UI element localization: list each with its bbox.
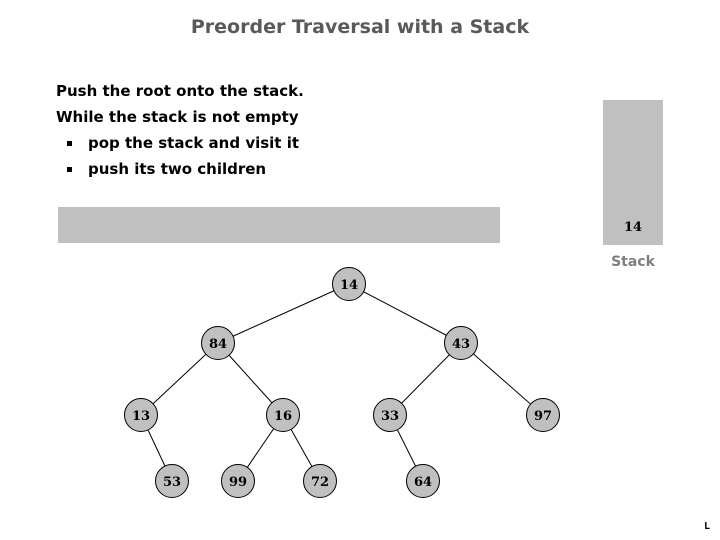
- tree-node-99: 99: [221, 464, 255, 498]
- tree-node-circle: [303, 464, 337, 498]
- tree-edge-84-13: [140, 342, 219, 416]
- tree-node-circle: [526, 398, 560, 432]
- tree-node-33: 33: [373, 398, 407, 432]
- tree-node-circle: [124, 398, 158, 432]
- stack-bar: 14: [603, 100, 663, 245]
- tree-edge-14-43: [348, 283, 462, 344]
- algorithm-text: Push the root onto the stack. While the s…: [56, 78, 304, 182]
- tree-node-circle: [266, 398, 300, 432]
- tree-node-value: 43: [452, 337, 470, 352]
- tree-node-value: 53: [163, 475, 181, 490]
- tree-node-43: 43: [444, 326, 478, 360]
- tree-node-value: 14: [340, 278, 358, 293]
- algorithm-line: pop the stack and visit it: [56, 130, 304, 156]
- tree-node-value: 64: [414, 475, 432, 490]
- tree-node-64: 64: [406, 464, 440, 498]
- output-placeholder-bar: [58, 207, 500, 243]
- bullet-square-icon: [67, 140, 72, 146]
- slide-title: Preorder Traversal with a Stack: [190, 16, 530, 38]
- tree-node-circle: [221, 464, 255, 498]
- tree-node-53: 53: [155, 464, 189, 498]
- tree-node-14: 14: [332, 267, 366, 301]
- algorithm-line-text: While the stack is not empty: [56, 108, 299, 126]
- tree-node-value: 33: [381, 409, 399, 424]
- tree-edge-43-97: [460, 342, 544, 416]
- tree-node-97: 97: [526, 398, 560, 432]
- algorithm-line-text: push its two children: [88, 160, 267, 178]
- tree-node-value: 99: [229, 475, 247, 490]
- algorithm-line: push its two children: [56, 156, 304, 182]
- algorithm-line-text: pop the stack and visit it: [88, 134, 300, 152]
- tree-node-72: 72: [303, 464, 337, 498]
- algorithm-line: Push the root onto the stack.: [56, 78, 304, 104]
- tree-node-circle: [444, 326, 478, 360]
- tree-node-13: 13: [124, 398, 158, 432]
- bullet-square-icon: [67, 166, 72, 172]
- tree-node-value: 72: [311, 475, 329, 490]
- tree-node-value: 16: [274, 409, 292, 424]
- tree-node-value: 13: [132, 409, 150, 424]
- tree-node-circle: [406, 464, 440, 498]
- tree-node-circle: [373, 398, 407, 432]
- tree-node-16: 16: [266, 398, 300, 432]
- tree-node-value: 84: [209, 337, 227, 352]
- tree-node-84: 84: [201, 326, 235, 360]
- footer-mark: L: [704, 521, 711, 532]
- tree-edge-14-84: [217, 283, 350, 344]
- stack-item: 14: [623, 220, 643, 235]
- algorithm-line: While the stack is not empty: [56, 104, 304, 130]
- tree-node-circle: [201, 326, 235, 360]
- tree-node-circle: [155, 464, 189, 498]
- tree-node-circle: [332, 267, 366, 301]
- tree-node-value: 97: [534, 409, 552, 424]
- algorithm-line-text: Push the root onto the stack.: [56, 82, 304, 100]
- stack-label: Stack: [611, 254, 655, 270]
